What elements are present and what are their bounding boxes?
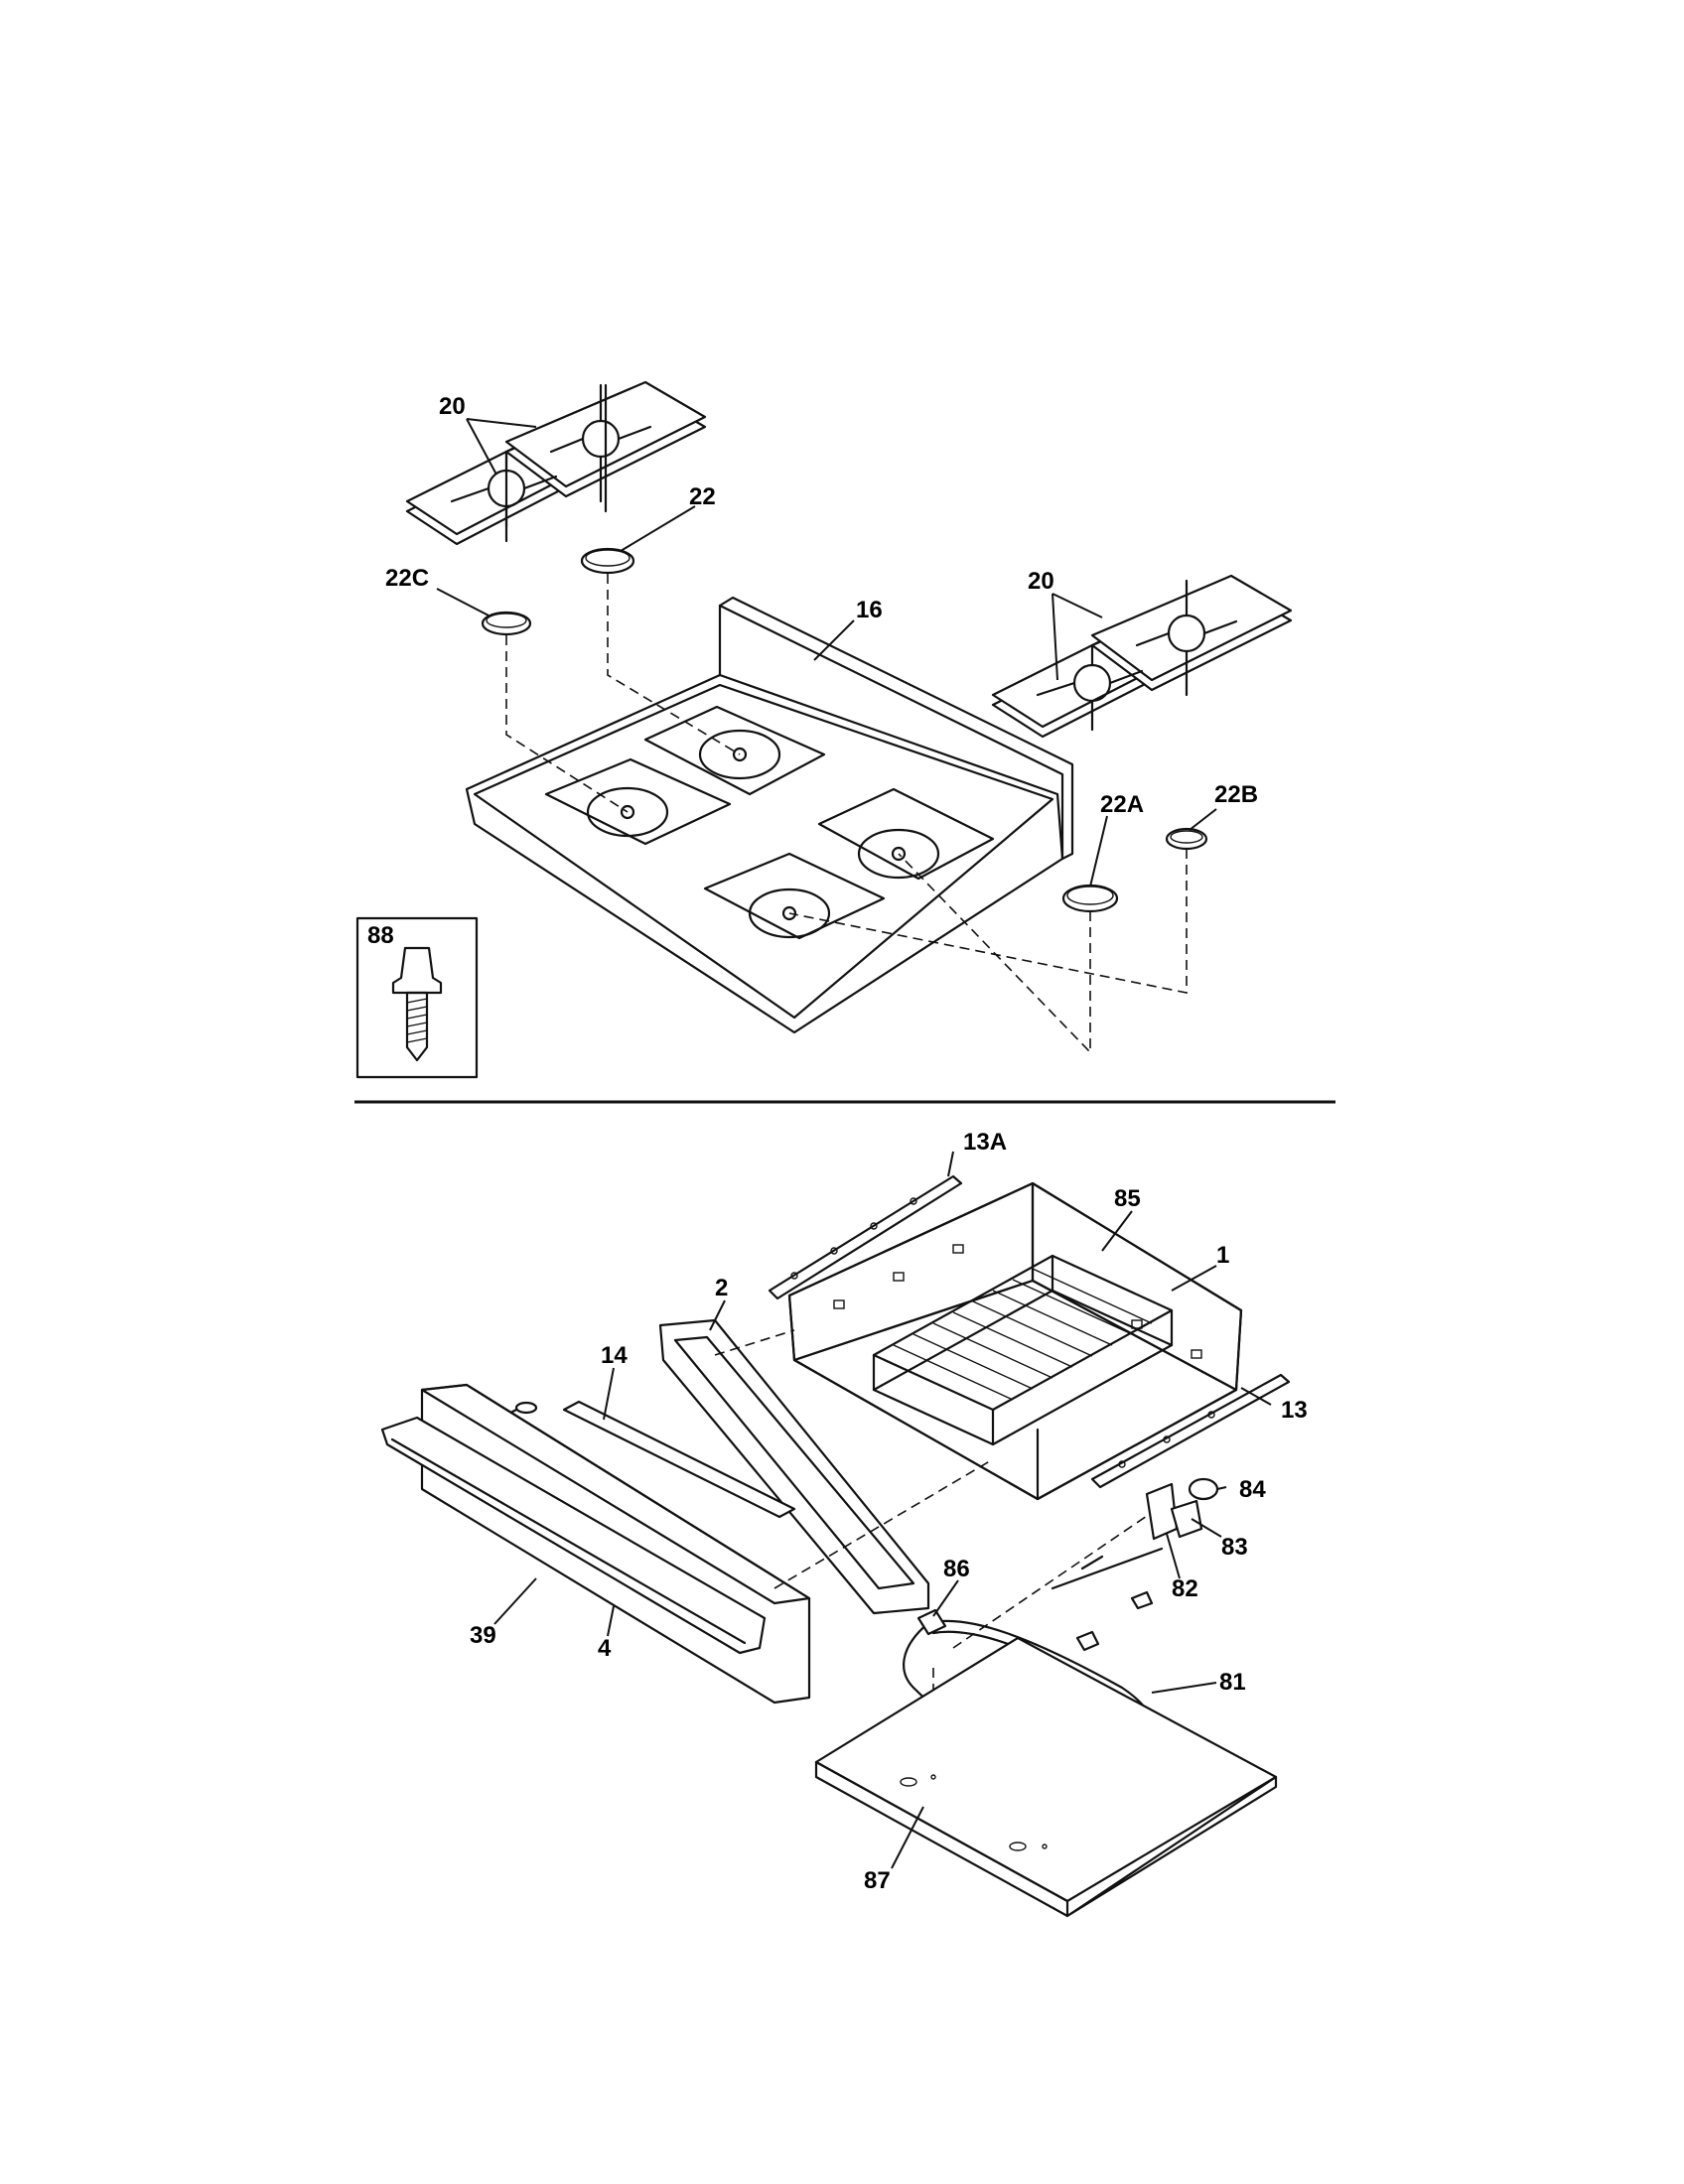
clip-86 (916, 1590, 1154, 1652)
drawer-slide-13 (1090, 1373, 1291, 1489)
assembly-lines-top (505, 574, 1188, 1054)
callout-13: 13 (1281, 1397, 1308, 1424)
callout-82: 82 (1172, 1575, 1198, 1602)
bracket-83 (1170, 1499, 1203, 1539)
callout-39: 39 (470, 1622, 496, 1649)
callout-22a: 22A (1100, 791, 1144, 818)
right-burner-grates (991, 574, 1293, 739)
callout-labels: 20 22 22C 16 20 22A 22B 88 13A 85 1 2 14… (367, 393, 1308, 1894)
callout-84: 84 (1239, 1476, 1266, 1503)
leader-lines (436, 418, 1272, 1869)
callout-20-left: 20 (439, 393, 466, 420)
burner-cap-22c (481, 611, 532, 636)
cooktop-16 (465, 596, 1074, 1034)
burner-cap-22a (1061, 884, 1119, 913)
callout-83: 83 (1221, 1534, 1248, 1561)
callout-1: 1 (1216, 1242, 1229, 1269)
callout-20-right: 20 (1028, 568, 1054, 595)
broiler-rack-85 (872, 1254, 1174, 1446)
handle-39 (380, 1416, 767, 1655)
callout-22: 22 (689, 483, 716, 510)
callout-14: 14 (601, 1342, 628, 1369)
detail-box-88 (355, 916, 479, 1079)
callout-87: 87 (864, 1867, 891, 1894)
callout-16: 16 (856, 597, 883, 623)
left-burner-grates (405, 380, 707, 546)
terminal-84 (1188, 1477, 1219, 1501)
callout-22b: 22B (1214, 781, 1258, 808)
callout-88: 88 (367, 922, 394, 949)
callout-2: 2 (715, 1275, 728, 1301)
drawer-slide-13a (768, 1174, 963, 1300)
callout-22c: 22C (385, 565, 429, 592)
callout-13a: 13A (963, 1129, 1007, 1156)
bottom-plate-87 (814, 1636, 1278, 1918)
callout-85: 85 (1114, 1185, 1141, 1212)
strip-14 (562, 1400, 796, 1519)
callout-81: 81 (1219, 1669, 1246, 1696)
callout-86: 86 (943, 1556, 970, 1582)
burner-cap-22 (580, 547, 635, 575)
callout-4: 4 (598, 1635, 612, 1662)
burner-cap-22b (1165, 827, 1208, 851)
